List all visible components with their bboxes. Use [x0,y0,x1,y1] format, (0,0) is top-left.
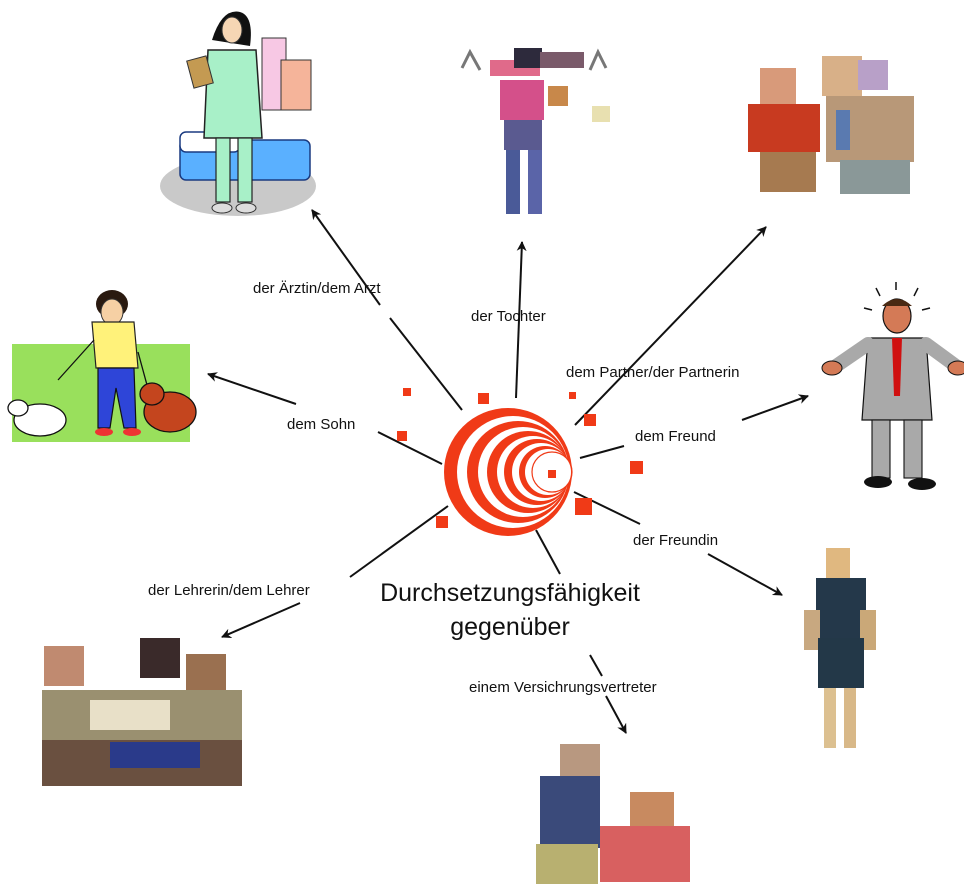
label-aerztin: der Ärztin/dem Arzt [253,280,381,297]
girlfriend-clipart [804,548,876,748]
insurance-agent-clipart [536,744,690,884]
connector-aerztin [311,209,381,306]
connector-versicherung-lower [605,695,627,734]
center-burst-logo [444,408,573,536]
couple-clipart [748,56,914,194]
connector-freundin [573,491,641,525]
classroom-clipart [42,638,242,786]
stressed-man-clipart [821,282,964,490]
doctor-clipart [160,11,316,216]
center-title: Durchsetzungsfähigkeit gegenüber [330,576,690,644]
label-lehrer: der Lehrerin/dem Lehrer [148,582,310,599]
connector-lehrer-lower [221,602,301,638]
connector-sohn-upper [207,372,297,405]
label-versicherung: einem Versichrungsvertreter [469,679,657,696]
connector-aerztin-lower [389,317,463,411]
connector-freund-right [741,394,809,421]
connector-freundin-right [707,553,783,596]
center-title-line2: gegenüber [450,613,570,641]
connector-sohn [377,431,443,465]
connector-versicherung [589,654,603,677]
center-title-line1: Durchsetzungsfähigkeit [380,579,640,607]
daughter-clipart [460,48,610,214]
label-partner: dem Partner/der Partnerin [566,364,740,381]
label-freund: dem Freund [635,428,716,445]
label-tochter: der Tochter [471,308,546,325]
connector-versicherung-top [535,529,561,575]
connector-partner [574,226,767,426]
connector-freund [579,445,625,459]
burst-particles [397,388,643,528]
label-freundin: der Freundin [633,532,719,549]
boy-walking-dogs-clipart [7,290,197,442]
connector-tochter [515,241,527,399]
connector-lehrer [349,505,449,578]
label-sohn: dem Sohn [287,416,356,433]
